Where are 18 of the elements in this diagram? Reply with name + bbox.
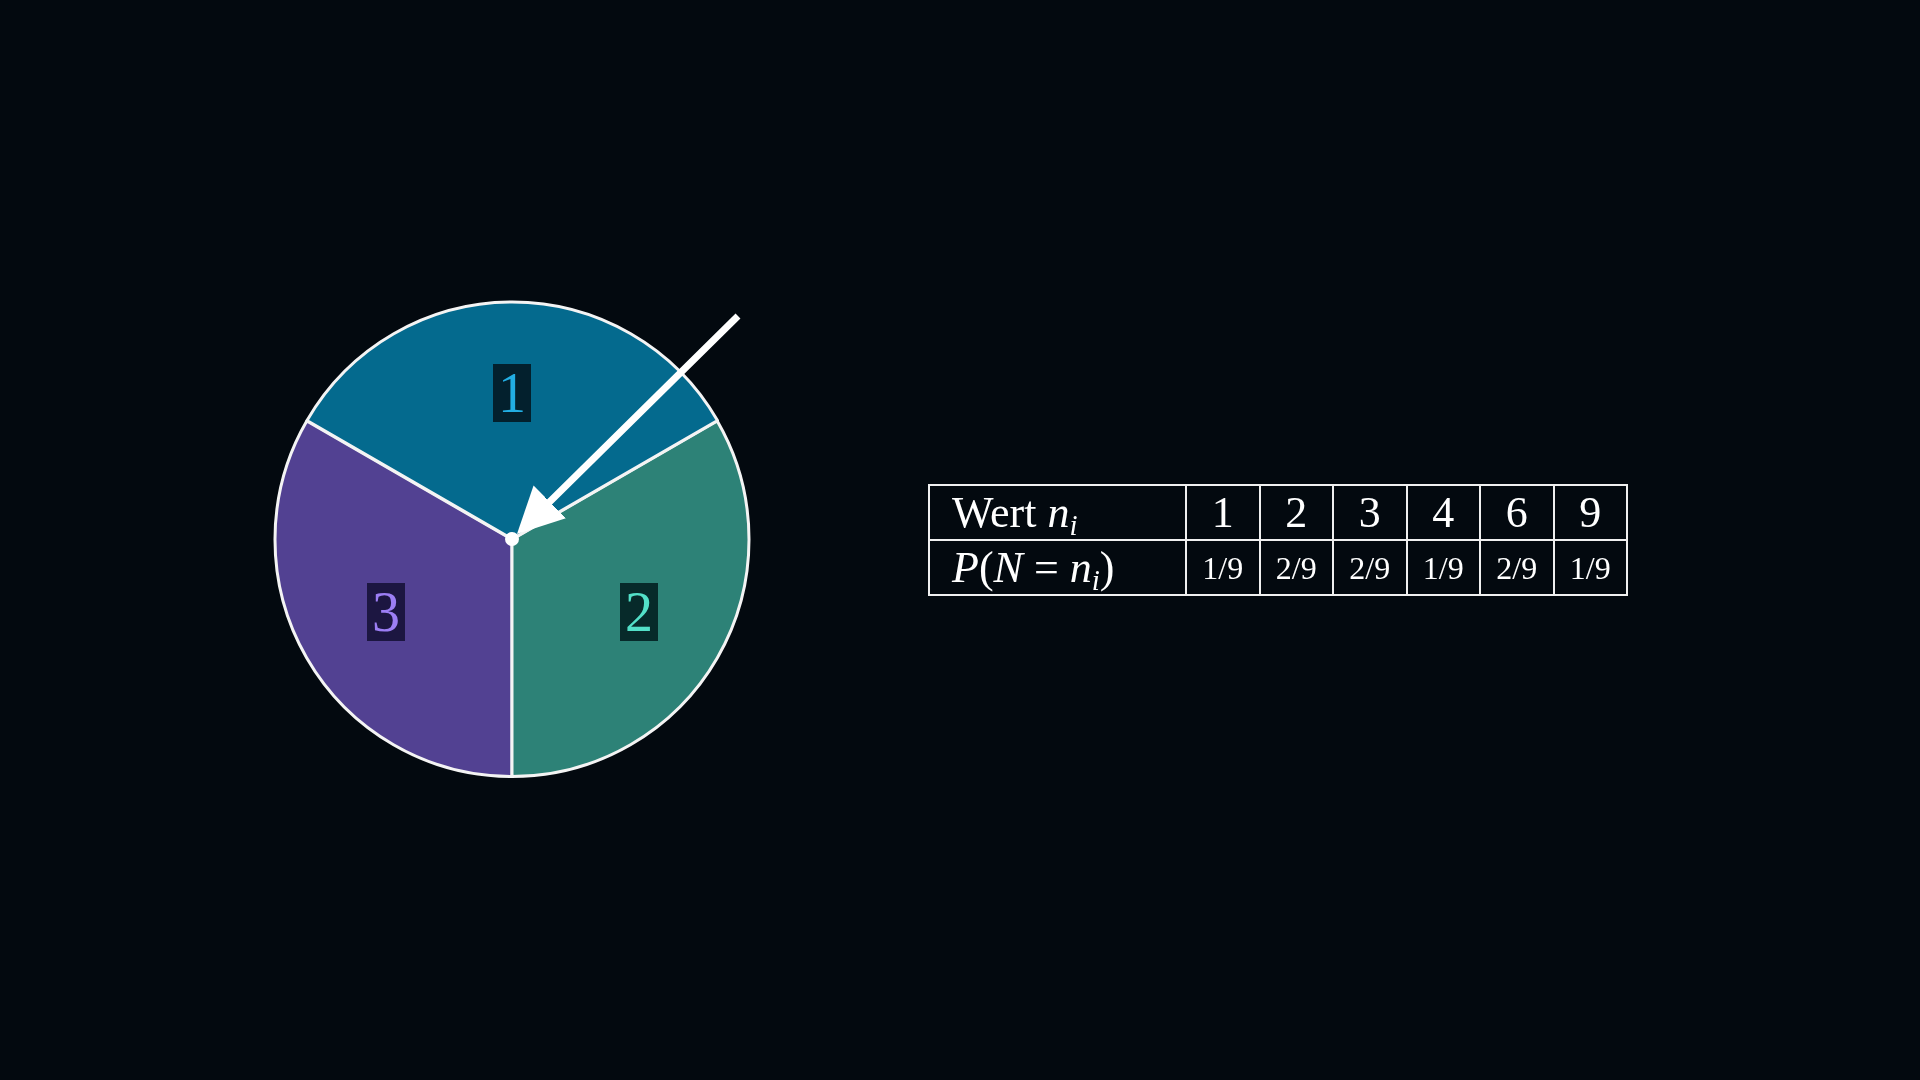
row-header-cell: P(N = n$_{i}$) bbox=[929, 540, 1186, 595]
table-cell: 4 bbox=[1406, 485, 1480, 540]
table-cell: 2/9 bbox=[1259, 540, 1333, 595]
row-header-cell: Wert n$_{i}$ bbox=[929, 485, 1186, 540]
sector-number: 2 bbox=[620, 583, 658, 641]
table-cell: 9 bbox=[1553, 485, 1627, 540]
table-cell: 1 bbox=[1186, 485, 1260, 540]
table-cell: 3 bbox=[1333, 485, 1407, 540]
table-cell: 1/9 bbox=[1553, 540, 1627, 595]
table-cell: 1/9 bbox=[1406, 540, 1480, 595]
sector-number: 1 bbox=[493, 364, 531, 422]
table-cell: 2 bbox=[1259, 485, 1333, 540]
table-cell: 2/9 bbox=[1333, 540, 1407, 595]
table-cell: 1/9 bbox=[1186, 540, 1260, 595]
pointer-arrow bbox=[514, 313, 741, 537]
table-cell: 2/9 bbox=[1480, 540, 1554, 595]
sector-number: 3 bbox=[367, 583, 405, 641]
table-cell: 6 bbox=[1480, 485, 1554, 540]
